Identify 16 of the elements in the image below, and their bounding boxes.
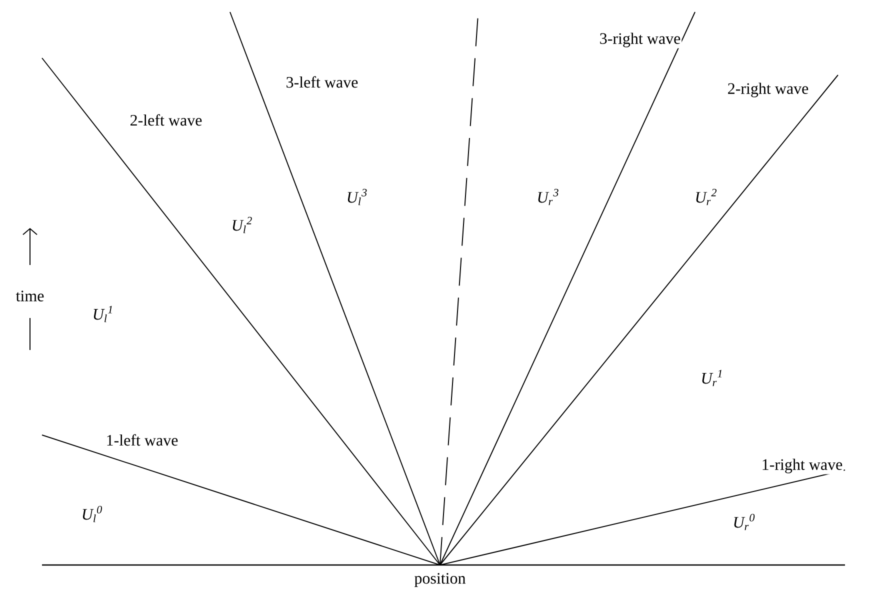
wave-label: 1-right wave	[760, 458, 844, 474]
state-label: U$_{r}$0	[732, 512, 756, 532]
axis-label: position	[413, 572, 467, 588]
wave-label: 1-left wave	[104, 433, 180, 447]
wave-label: 3-left wave	[284, 75, 360, 89]
wave-label: 2-left wave	[128, 113, 204, 127]
state-label: U$_{r}$1	[700, 368, 724, 388]
axis-label: time	[14, 290, 46, 302]
state-label: U$_{l}$0	[80, 504, 104, 524]
wave-label: 2-right wave	[726, 82, 810, 98]
state-label: U$_{r}$3	[536, 188, 560, 206]
state-label: U$_{l}$2	[230, 216, 254, 234]
state-label: U$_{r}$2	[694, 188, 718, 206]
state-label: U$_{l}$3	[345, 188, 369, 206]
wave-label: 3-right wave	[598, 32, 682, 48]
state-label: U$_{l}$1	[91, 304, 115, 324]
